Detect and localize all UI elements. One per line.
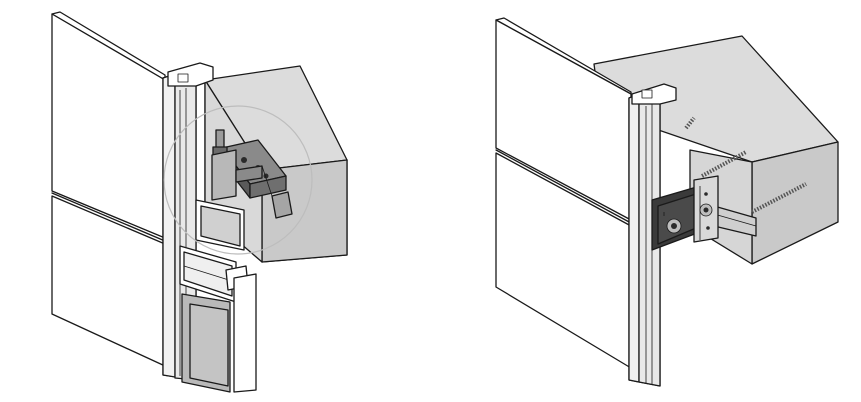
right-bracket-assembly — [651, 175, 719, 251]
right-upper-panel — [495, 17, 632, 221]
right-concrete-slab — [593, 35, 839, 265]
right-mullion — [628, 83, 677, 387]
left-detail-highlight-circle — [163, 105, 313, 255]
left-bracket-assembly — [211, 129, 293, 219]
left-window-frame — [179, 199, 257, 393]
right-anchor-channel — [713, 205, 757, 237]
right-illustration — [495, 17, 839, 387]
left-illustration — [51, 11, 348, 393]
right-rebar — [684, 116, 807, 214]
